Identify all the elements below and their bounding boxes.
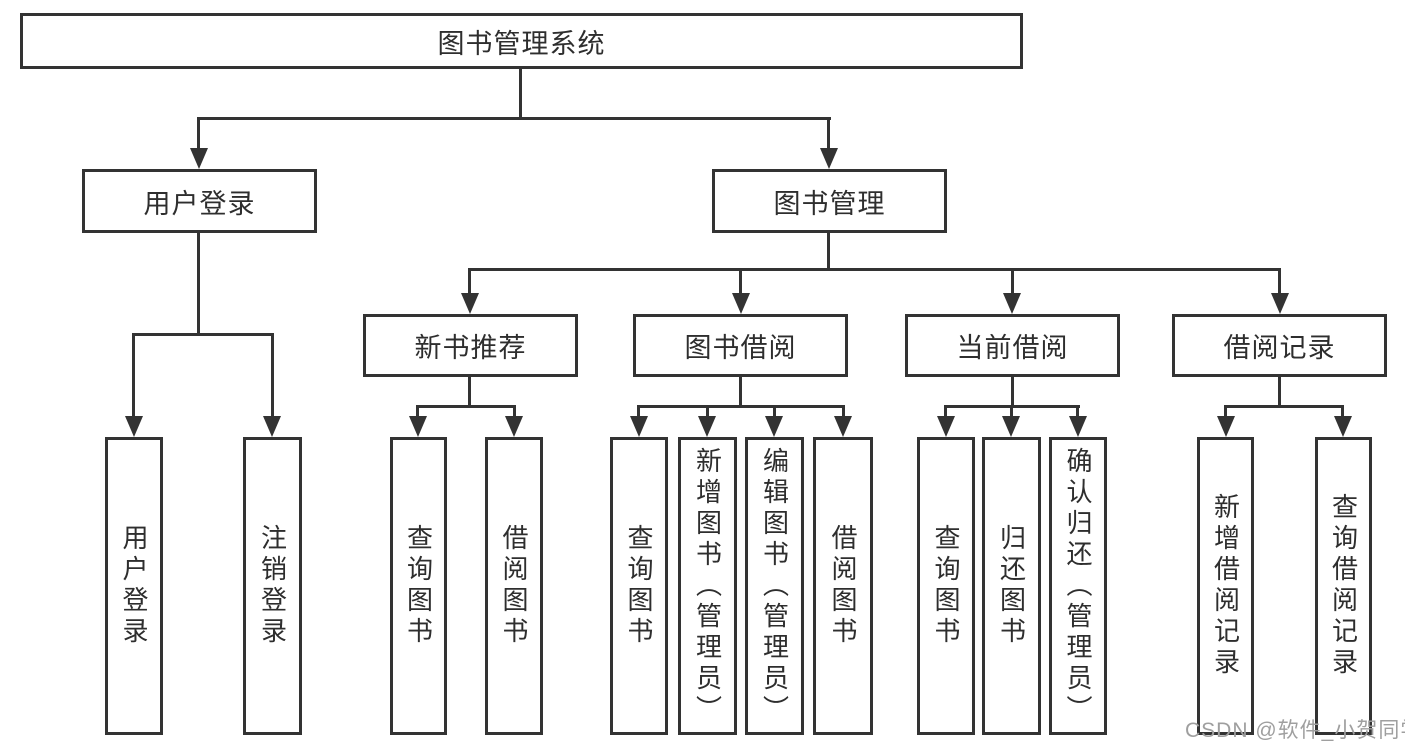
connector-line	[132, 333, 274, 336]
connector-line	[468, 268, 1281, 271]
connector-line	[1011, 377, 1014, 407]
leaf-node-query-books-recommend-label: 查询图书	[403, 524, 434, 648]
arrowhead-down	[698, 416, 716, 437]
node-module-borrow-records-label: 借阅记录	[1223, 333, 1336, 363]
arrowhead-down	[1003, 293, 1021, 314]
leaf-node-return-book-label: 归还图书	[996, 524, 1027, 648]
leaf-node-return-book: 归还图书	[982, 437, 1041, 735]
leaf-node-logout: 注销登录	[243, 437, 302, 735]
leaf-node-user-login: 用户登录	[105, 437, 163, 735]
connector-line	[513, 405, 516, 417]
arrowhead-down	[1217, 416, 1235, 437]
leaf-node-borrow-book-label: 借阅图书	[828, 524, 858, 648]
node-branch-book-management-label: 图书管理	[773, 188, 886, 219]
leaf-node-query-borrow-record-label: 查询借阅记录	[1328, 493, 1359, 679]
connector-line	[1341, 405, 1344, 417]
connector-line	[637, 405, 845, 408]
connector-line	[197, 117, 831, 120]
node-module-new-book-recommend-label: 新书推荐	[414, 333, 527, 363]
arrowhead-down	[263, 416, 281, 437]
connector-line	[1076, 405, 1079, 417]
arrowhead-down	[409, 416, 427, 437]
arrowhead-down	[505, 416, 523, 437]
arrowhead-down	[937, 416, 955, 437]
arrowhead-down	[1271, 293, 1289, 314]
node-module-book-borrow-label: 图书借阅	[684, 333, 797, 363]
leaf-node-add-book-admin: 新增图书（管理员）	[678, 437, 737, 735]
connector-line	[197, 233, 200, 335]
connector-line	[1278, 377, 1281, 407]
leaf-node-add-borrow-record: 新增借阅记录	[1197, 437, 1254, 735]
leaf-node-query-books-borrow: 查询图书	[610, 437, 668, 735]
node-branch-user-login: 用户登录	[82, 169, 317, 233]
node-root-label: 图书管理系统	[437, 28, 606, 59]
connector-line	[944, 405, 947, 417]
connector-line	[827, 233, 830, 270]
leaf-node-query-books-current-label: 查询图书	[931, 524, 961, 648]
node-module-borrow-records: 借阅记录	[1172, 314, 1387, 377]
csdn-watermark: CSDN @软件_小贺同学	[1185, 719, 1405, 742]
connector-line	[519, 69, 522, 119]
arrowhead-down	[820, 148, 838, 169]
leaf-node-query-books-borrow-label: 查询图书	[624, 524, 654, 648]
arrowhead-down	[1002, 416, 1020, 437]
leaf-node-query-borrow-record: 查询借阅记录	[1315, 437, 1372, 735]
arrowhead-down	[190, 148, 208, 169]
arrowhead-down	[834, 416, 852, 437]
leaf-node-add-book-admin-label: 新增图书（管理员）	[692, 446, 723, 726]
connector-line	[1278, 268, 1281, 294]
arrowhead-down	[1069, 416, 1087, 437]
leaf-node-edit-book-admin: 编辑图书（管理员）	[745, 437, 804, 735]
connector-line	[416, 405, 516, 408]
connector-line	[773, 405, 776, 417]
arrowhead-down	[732, 293, 750, 314]
connector-line	[637, 405, 640, 417]
node-module-book-borrow: 图书借阅	[633, 314, 848, 377]
leaf-node-logout-label: 注销登录	[257, 524, 288, 648]
node-branch-user-login-label: 用户登录	[143, 188, 256, 219]
connector-line	[416, 405, 419, 417]
connector-line	[1224, 405, 1227, 417]
arrowhead-down	[125, 416, 143, 437]
arrowhead-down	[461, 293, 479, 314]
leaf-node-borrow-books-recommend: 借阅图书	[485, 437, 543, 735]
connector-line	[827, 117, 830, 149]
connector-line	[739, 268, 742, 294]
connector-line	[468, 268, 471, 294]
node-module-current-borrow: 当前借阅	[905, 314, 1120, 377]
node-module-new-book-recommend: 新书推荐	[363, 314, 578, 377]
node-root-system: 图书管理系统	[20, 13, 1023, 69]
node-branch-book-management: 图书管理	[712, 169, 947, 233]
leaf-node-borrow-book: 借阅图书	[813, 437, 873, 735]
connector-line	[1010, 405, 1013, 417]
connector-line	[197, 117, 200, 149]
connector-line	[706, 405, 709, 417]
arrowhead-down	[765, 416, 783, 437]
node-module-current-borrow-label: 当前借阅	[956, 333, 1069, 363]
connector-line	[1224, 405, 1344, 408]
leaf-node-confirm-return-admin-label: 确认归还（管理员）	[1063, 446, 1093, 726]
leaf-node-add-borrow-record-label: 新增借阅记录	[1210, 493, 1241, 679]
leaf-node-borrow-books-recommend-label: 借阅图书	[499, 524, 529, 648]
connector-line	[739, 377, 742, 407]
leaf-node-edit-book-admin-label: 编辑图书（管理员）	[759, 446, 790, 726]
arrowhead-down	[630, 416, 648, 437]
connector-line	[132, 333, 135, 417]
leaf-node-query-books-recommend: 查询图书	[390, 437, 447, 735]
leaf-node-query-books-current: 查询图书	[917, 437, 975, 735]
connector-line	[1011, 268, 1014, 294]
connector-line	[271, 333, 274, 417]
leaf-node-user-login-label: 用户登录	[119, 524, 149, 648]
arrowhead-down	[1334, 416, 1352, 437]
connector-line	[842, 405, 845, 417]
leaf-node-confirm-return-admin: 确认归还（管理员）	[1049, 437, 1107, 735]
connector-line	[468, 377, 471, 407]
